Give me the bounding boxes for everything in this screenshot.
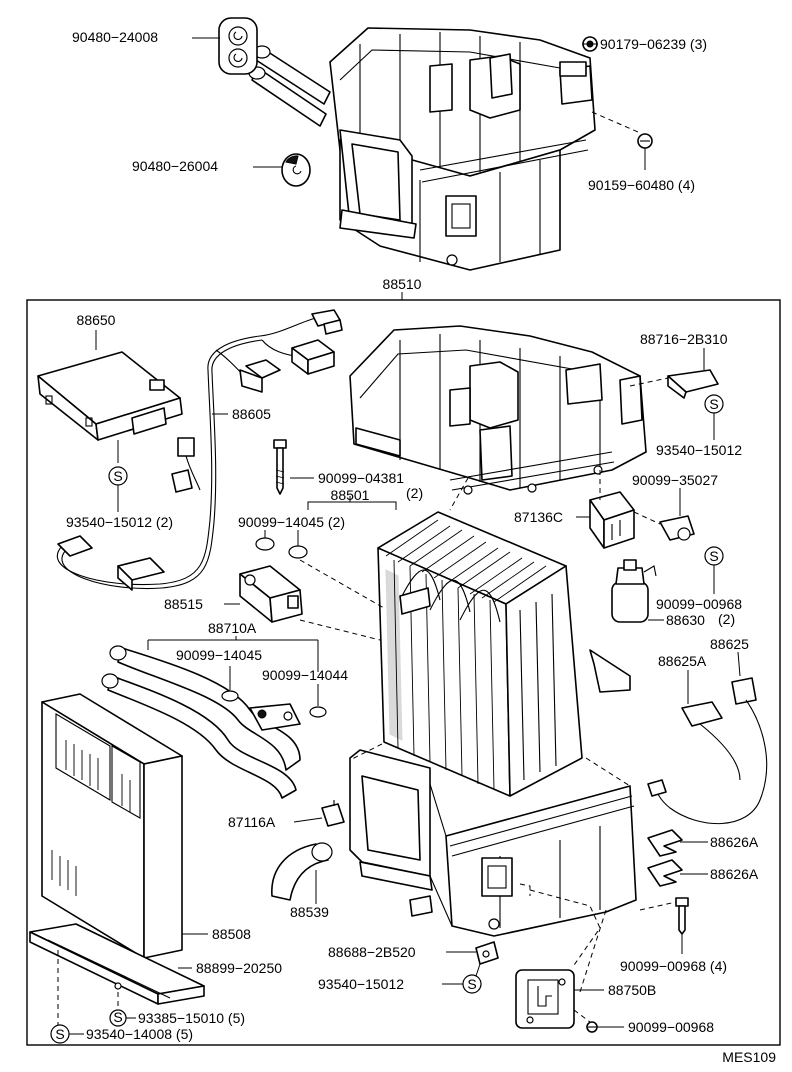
label-assembly-88510: 88510 bbox=[383, 276, 422, 292]
label-90480-26004: 90480−26004 bbox=[132, 158, 218, 174]
label-90099-00968-right: 90099−00968 bbox=[656, 596, 742, 612]
pressure-switch bbox=[611, 559, 657, 623]
label-88750b: 88750B bbox=[608, 982, 656, 998]
clip-a bbox=[647, 829, 683, 857]
bolt-vertical bbox=[273, 439, 287, 495]
label-90099-00968-qty: (2) bbox=[718, 611, 735, 627]
label-93540-15012-bottom: 93540−15012 bbox=[318, 976, 404, 992]
air-filter bbox=[41, 693, 183, 959]
label-93385-15010: 93385−15010 (5) bbox=[138, 1010, 245, 1026]
clip-b bbox=[647, 859, 683, 887]
assembly-frame-88510 bbox=[26, 299, 781, 1046]
screw-symbol-bottom-center: S bbox=[467, 976, 476, 992]
o-ring-b bbox=[288, 545, 308, 559]
grommet-double bbox=[218, 17, 258, 75]
label-93540-15012-left: 93540−15012 (2) bbox=[66, 514, 173, 530]
screw-symbol-left: S bbox=[113, 468, 122, 484]
o-ring-c bbox=[221, 690, 239, 702]
label-88716-2b310: 88716−2B310 bbox=[640, 331, 728, 347]
expansion-valve bbox=[239, 565, 303, 623]
label-88625a: 88625A bbox=[658, 653, 707, 669]
label-93540-14008: 93540−14008 (5) bbox=[86, 1026, 193, 1042]
amplifier-box bbox=[37, 351, 183, 441]
label-90099-14045-2: 90099−14045 (2) bbox=[238, 514, 345, 530]
screw-tray-a: S bbox=[109, 1009, 127, 1027]
label-90099-14044: 90099−14044 bbox=[262, 667, 348, 683]
resistor-unit bbox=[589, 491, 635, 549]
screw-right: S bbox=[704, 394, 724, 414]
bolt-bottom-right bbox=[675, 897, 689, 935]
label-87116a: 87116A bbox=[228, 814, 276, 830]
label-88501: 88501 bbox=[331, 487, 370, 503]
screw-tray-b: S bbox=[50, 1024, 70, 1044]
label-88710a: 88710A bbox=[208, 620, 257, 636]
grommet-single bbox=[281, 153, 311, 187]
screw-bottom-center: S bbox=[462, 974, 482, 994]
label-90099-35027: 90099−35027 bbox=[632, 472, 718, 488]
refrigerant-pipe bbox=[101, 645, 301, 799]
label-88626a-1: 88626A bbox=[710, 834, 759, 850]
label-90480-24008: 90480−24008 bbox=[72, 29, 158, 45]
label-88625: 88625 bbox=[710, 636, 749, 652]
label-88630: 88630 bbox=[666, 612, 705, 628]
screw-left: S bbox=[108, 466, 128, 486]
drain-hose bbox=[271, 842, 333, 901]
label-93540-15012-right: 93540−15012 bbox=[656, 442, 742, 458]
label-88539: 88539 bbox=[290, 904, 329, 920]
label-88650: 88650 bbox=[77, 312, 116, 328]
screw-symbol-tray-a: S bbox=[113, 1009, 122, 1025]
label-90099-14045: 90099−14045 bbox=[176, 647, 262, 663]
screw-symbol-mid-right: S bbox=[709, 548, 718, 564]
o-ring-a bbox=[255, 537, 275, 551]
servo-motor bbox=[515, 969, 575, 1029]
label-90179-06239: 90179−06239 (3) bbox=[600, 36, 707, 52]
label-88515: 88515 bbox=[164, 596, 203, 612]
label-87136c: 87136C bbox=[514, 509, 563, 525]
screw-servo bbox=[586, 1021, 598, 1033]
label-88605: 88605 bbox=[232, 406, 271, 422]
lower-case bbox=[349, 649, 637, 937]
label-88508: 88508 bbox=[212, 926, 251, 942]
label-88899-20250: 88899−20250 bbox=[196, 960, 282, 976]
label-90099-04381: 90099−04381 bbox=[318, 470, 404, 486]
screw-symbol-tray-b: S bbox=[55, 1026, 64, 1042]
part-labels: 90480−24008 90179−06239 (3) 90480−26004 … bbox=[66, 29, 776, 1065]
drain-clip bbox=[321, 800, 345, 827]
upper-case bbox=[349, 325, 647, 495]
label-88688-2b520: 88688−2B520 bbox=[328, 944, 416, 960]
small-bracket bbox=[475, 941, 499, 965]
drawing-code: MES109 bbox=[722, 1049, 776, 1065]
wire-harness bbox=[56, 309, 343, 591]
thermistor-wire bbox=[647, 677, 768, 825]
assembled-cooling-unit bbox=[248, 27, 596, 271]
pipe-clamp bbox=[659, 515, 695, 541]
bracket-clip bbox=[667, 369, 719, 399]
screw-symbol-right: S bbox=[709, 396, 718, 412]
screw-top bbox=[637, 133, 653, 149]
label-90099-00968-4: 90099−00968 (4) bbox=[620, 958, 727, 974]
screw-mid-right: S bbox=[704, 546, 724, 566]
filter-tray bbox=[29, 923, 205, 1005]
o-ring-d bbox=[309, 706, 327, 718]
evaporator-core bbox=[377, 511, 583, 797]
label-88626a-2: 88626A bbox=[710, 866, 759, 882]
label-90159-60480: 90159−60480 (4) bbox=[588, 177, 695, 193]
label-90099-00968-bottom: 90099−00968 bbox=[628, 1019, 714, 1035]
label-90099-04381-qty: (2) bbox=[406, 485, 423, 501]
